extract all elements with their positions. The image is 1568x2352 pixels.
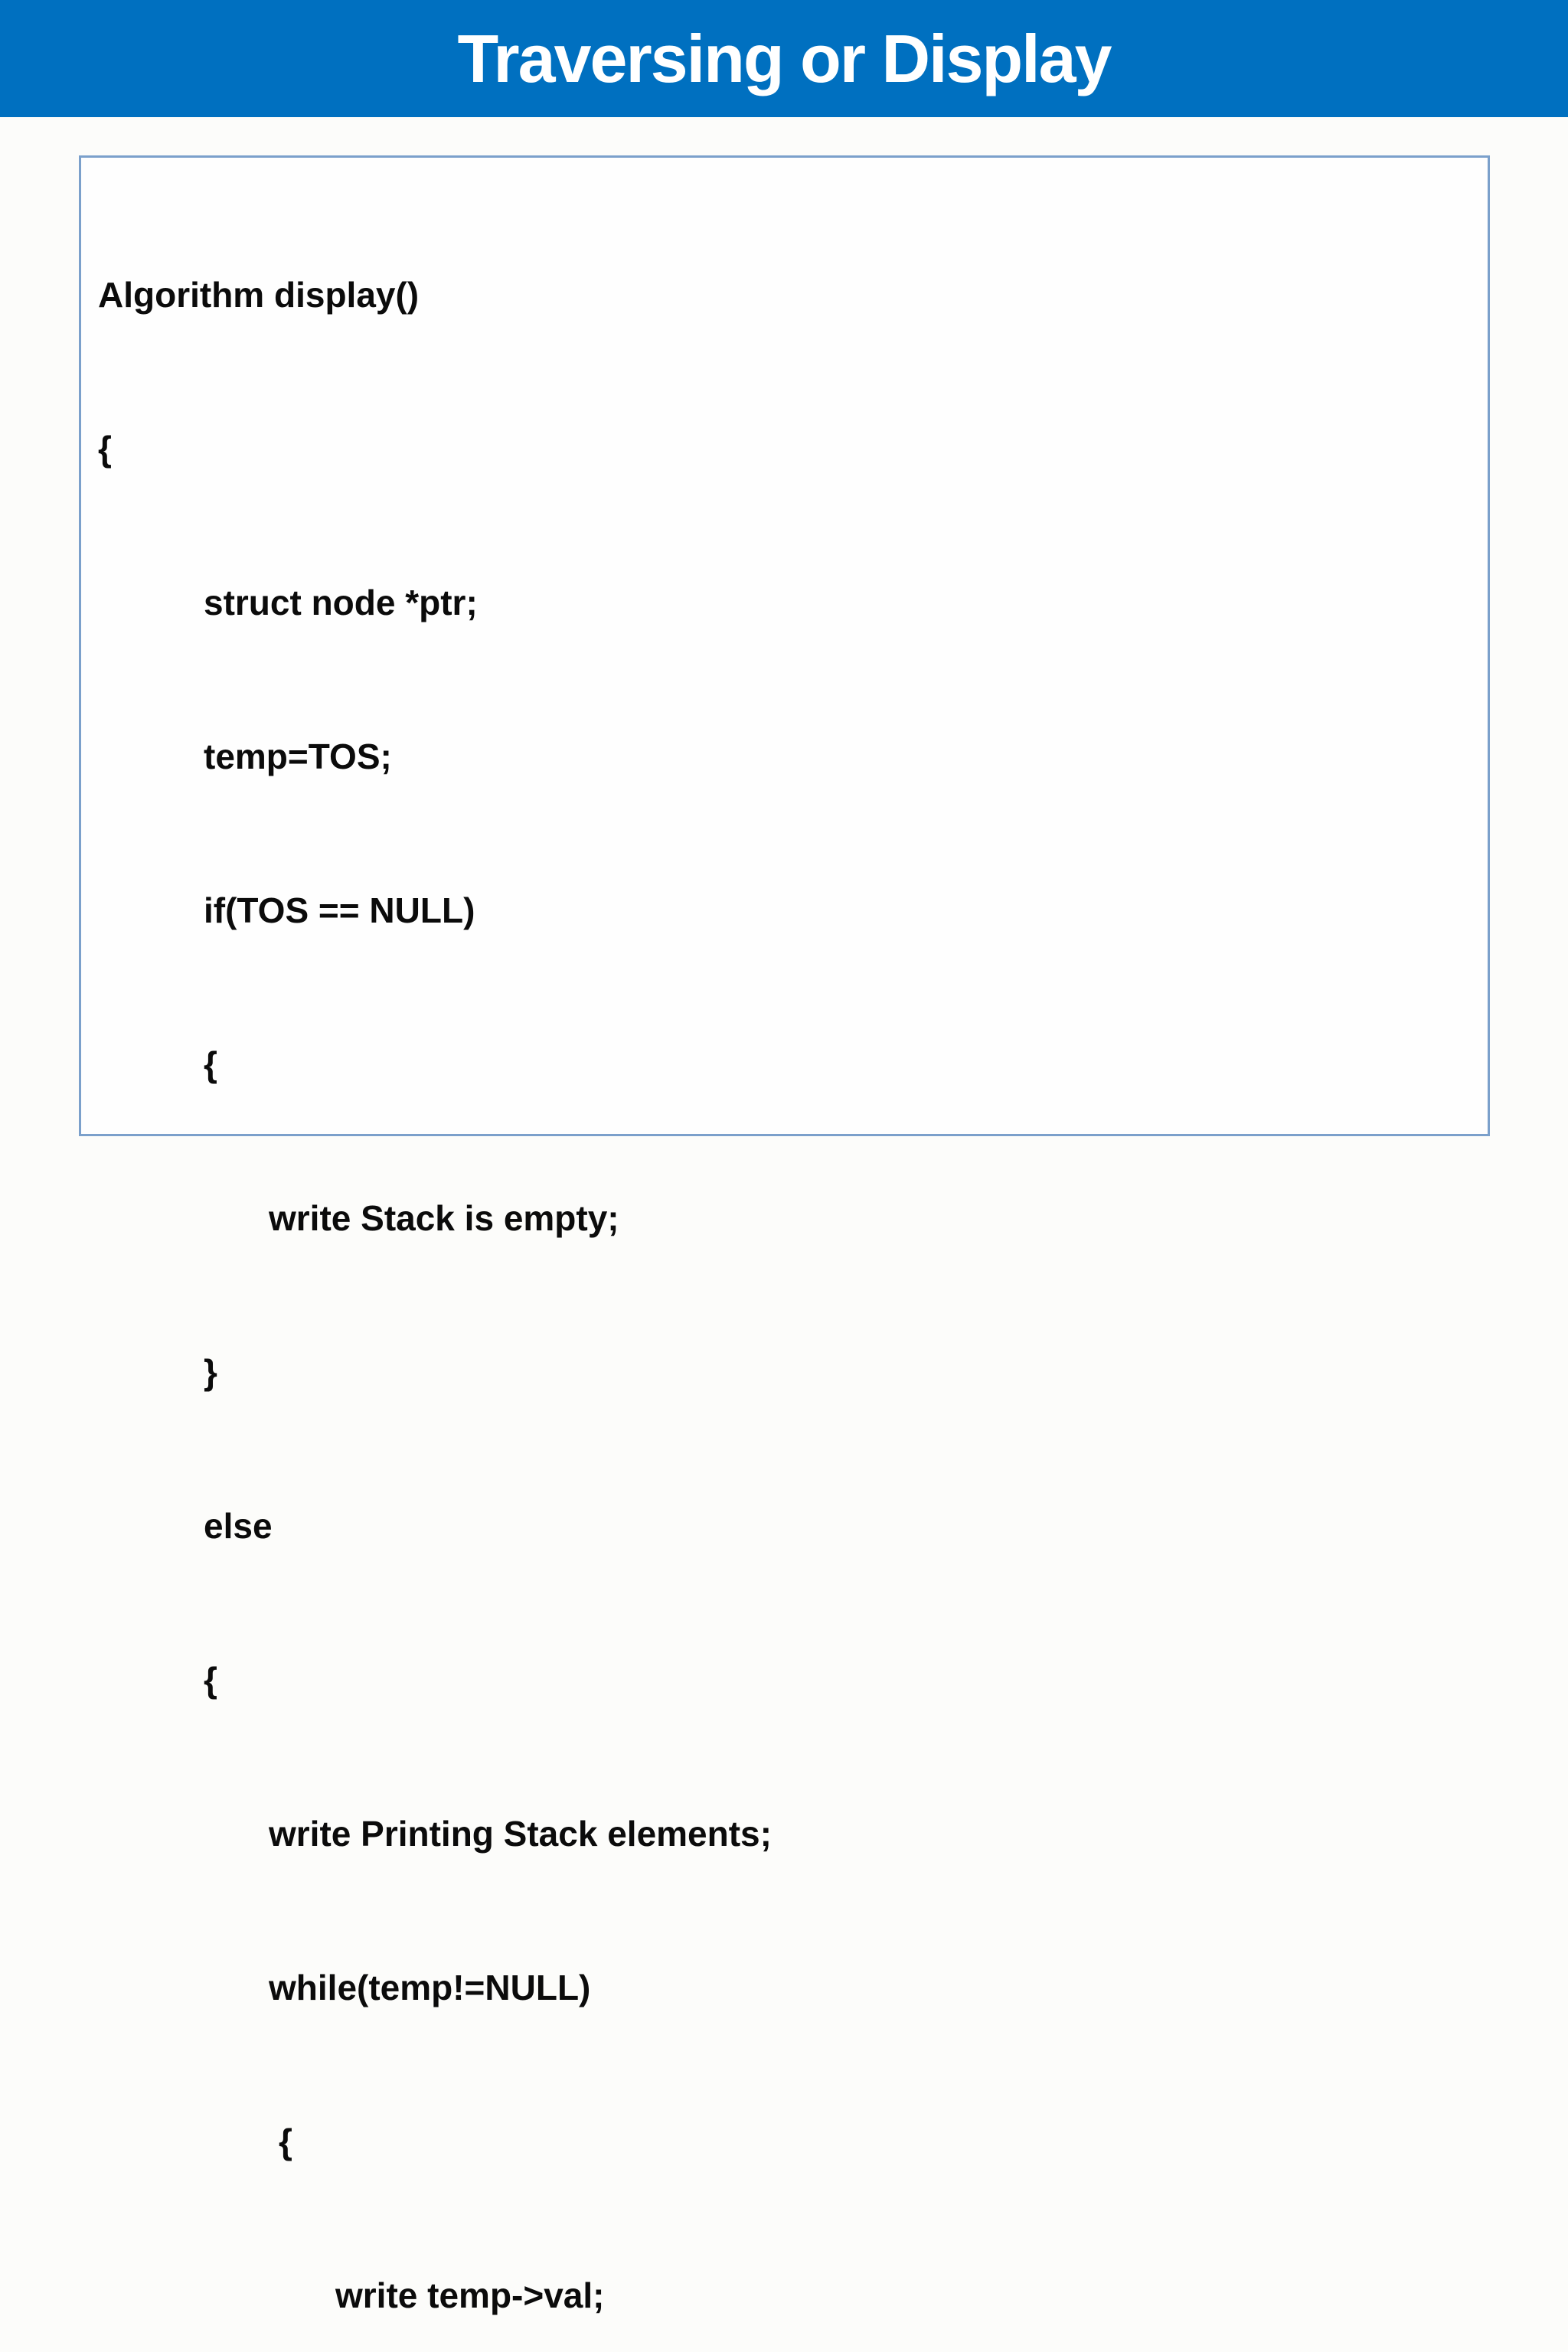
code-line: { (204, 1660, 217, 1700)
slide-title: Traversing or Display (457, 20, 1112, 96)
code-line: struct node *ptr; (204, 583, 478, 622)
code-line: temp=TOS; (204, 737, 392, 776)
code-line: write temp->val; (335, 2275, 605, 2315)
code-line: { (98, 429, 112, 469)
code-line: { (279, 2122, 292, 2161)
code-line: else (204, 1506, 273, 1546)
code-line: while(temp!=NULL) (269, 1968, 591, 2007)
code-line: } (204, 1352, 217, 1392)
code-line: write Printing Stack elements; (269, 1814, 772, 1854)
code-line: Algorithm display() (98, 275, 420, 315)
code-line: { (204, 1044, 217, 1084)
title-bar: Traversing or Display (0, 0, 1568, 117)
code-line: write Stack is empty; (269, 1198, 619, 1238)
code-box: Algorithm display() { struct node *ptr; … (79, 155, 1490, 2315)
code-line: if(TOS == NULL) (204, 890, 475, 930)
algorithm-code: Algorithm display() { struct node *ptr; … (81, 158, 1488, 2352)
